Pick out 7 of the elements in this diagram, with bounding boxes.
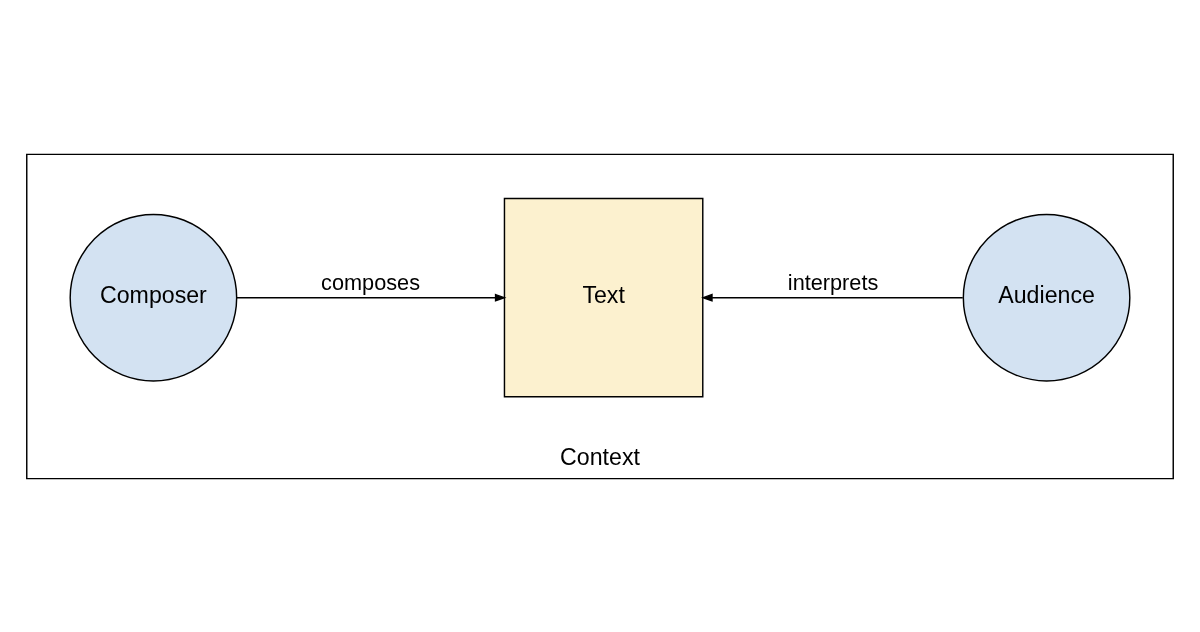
arrow — [236, 293, 507, 302]
node-box: Text — [503, 197, 704, 398]
edge-label: composes — [321, 269, 421, 295]
node-circle: Audience — [962, 213, 1131, 382]
node-circle: Composer — [69, 213, 238, 382]
arrow — [701, 293, 964, 302]
edge-label: interprets — [787, 269, 879, 295]
